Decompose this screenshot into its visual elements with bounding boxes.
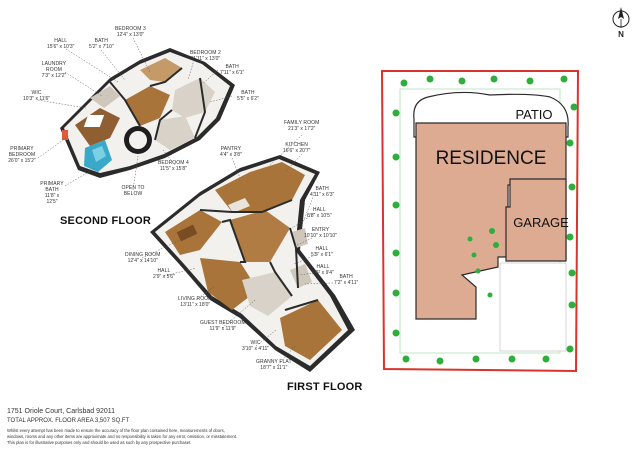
first-floor-title: FIRST FLOOR [287, 381, 363, 393]
residence-label: RESIDENCE [436, 148, 547, 169]
floor-plan-illustrations [37, 37, 355, 372]
driveway [499, 262, 567, 352]
footer-disclaimer-2: windows, rooms and any other items are a… [7, 434, 238, 439]
room-label-open-below: OPEN TO BELOW [121, 185, 145, 197]
compass-letter: N [618, 30, 624, 39]
landscaping-shrubs [392, 75, 578, 365]
upper-hall-floor [125, 86, 170, 126]
leader-lines [37, 37, 334, 366]
garage-shape [505, 178, 567, 262]
patio-label: PATIO [515, 107, 552, 122]
site-plan: PATIO RESIDENCE GARAGE [380, 70, 580, 373]
living-floor [200, 258, 258, 310]
garage-label: GARAGE [513, 215, 569, 230]
footer-area: TOTAL APPROX. FLOOR AREA 3,507 SQ.FT [7, 418, 130, 424]
footer-address: 1751 Oriole Court, Carlsbad 92011 [7, 408, 116, 415]
second-floor-title: SECOND FLOOR [60, 215, 152, 227]
compass-icon: N [612, 7, 630, 39]
family-kitchen-floor [215, 162, 305, 212]
granny-flat-floor [280, 300, 342, 360]
second-floor-plan [60, 48, 235, 178]
first-floor-plan [150, 155, 355, 372]
footer-disclaimer-1: Whilst every attempt has been made to en… [7, 428, 225, 433]
footer-disclaimer-3: This plan is for illustrative purposes o… [7, 440, 192, 445]
